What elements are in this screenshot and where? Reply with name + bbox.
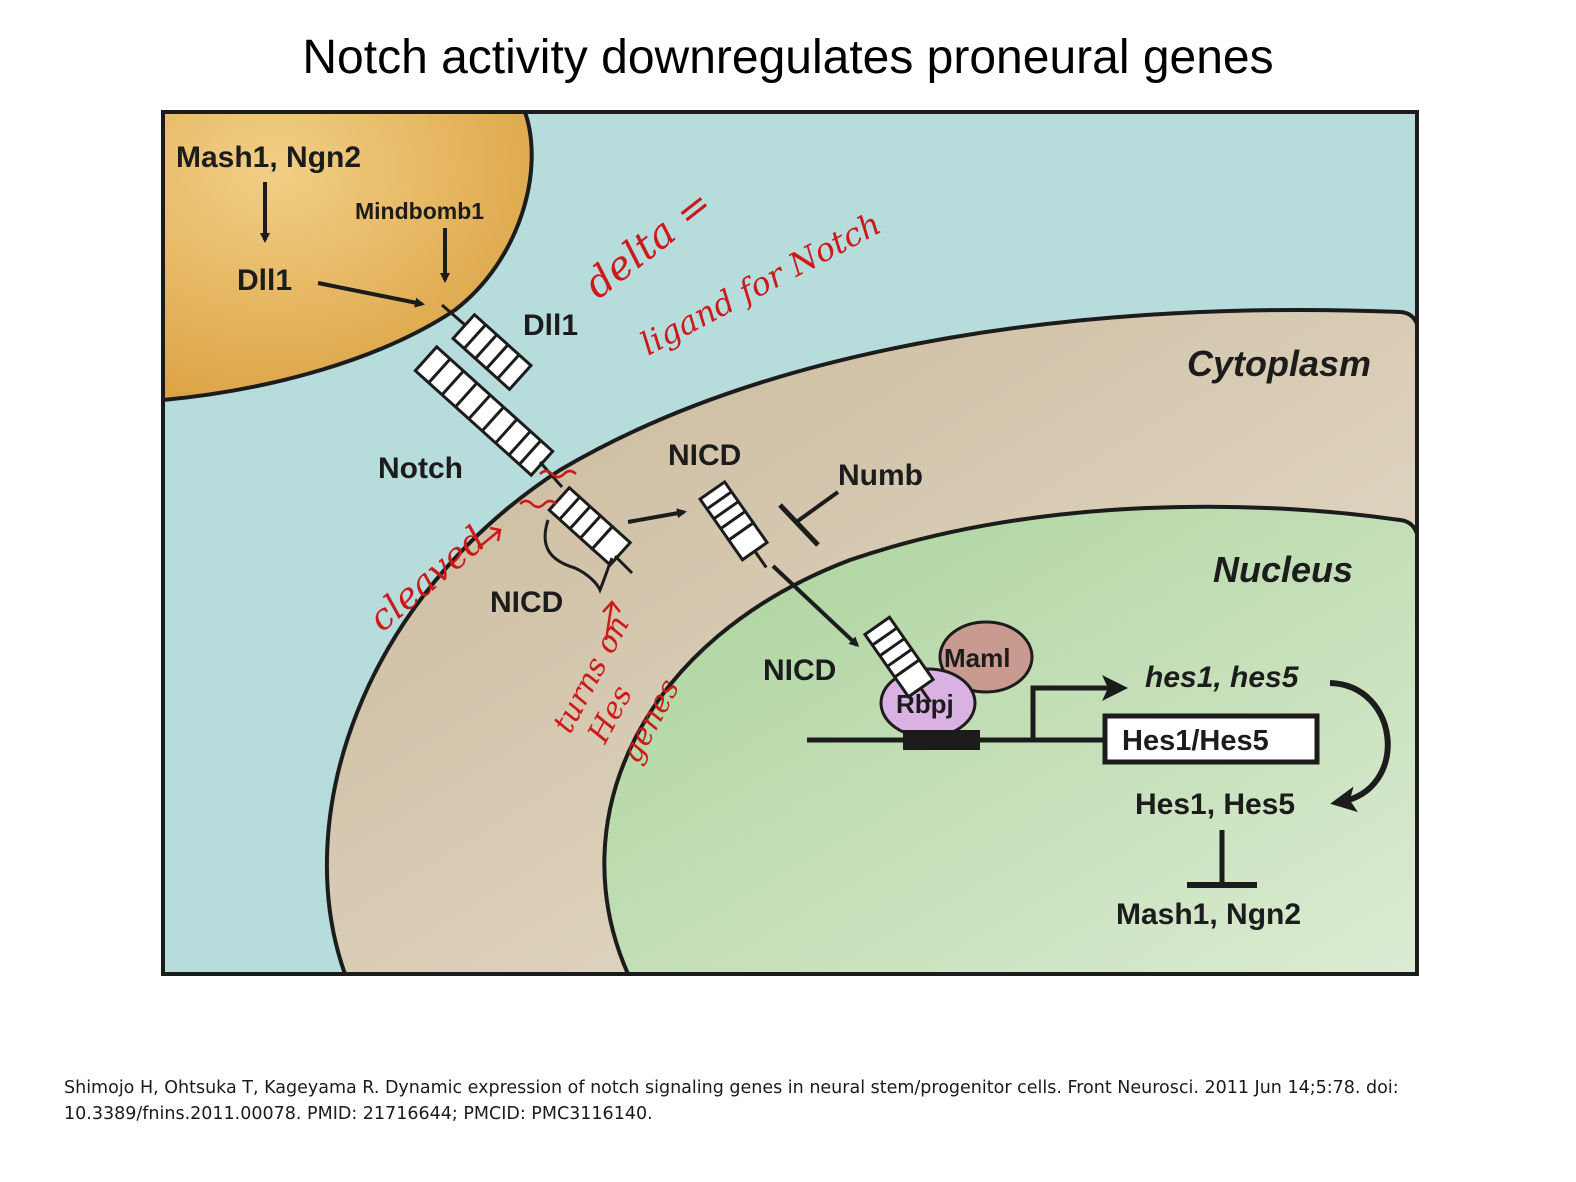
signal-sending-cell [163,112,534,403]
handwritten-cleavage-squiggle-2 [519,499,557,509]
dll1-label-left: Dll1 [237,264,292,297]
nicd-cytoplasm-label: NICD [668,439,741,472]
cytoplasm-label: Cytoplasm [1187,343,1371,384]
maml-protein [938,620,1034,694]
hes-genes-label: hes1, hes5 [1145,661,1300,694]
hes-gene-box [1102,713,1320,765]
nicd-nuclear-fragment [862,615,936,703]
hes-gene-box-label: Hes1/Hes5 [1122,725,1269,757]
hes-proteins-label: Hes1, Hes5 [1135,788,1295,821]
dll1-ligand-label: Dll1 [523,309,578,342]
slide-title: Notch activity downregulates proneural g… [302,31,1274,84]
nicd-cleaved-label: NICD [490,586,563,619]
arrow-dll1-to-membrane [317,281,425,308]
citation-text: Shimojo H, Ohtsuka T, Kageyama R. Dynami… [64,1078,1399,1124]
nicd-nucleus-label: NICD [763,654,836,687]
nucleus-label: Nucleus [1213,549,1353,590]
rbpj-binding-site [903,730,980,750]
numb-label: Numb [838,459,923,492]
notch-receptor [413,344,634,575]
notch-label: Notch [378,452,463,485]
handwritten-cleavage-squiggle-1 [539,469,577,479]
maml-label: Maml [944,643,1010,673]
arrow-nicd-release [627,508,687,524]
dll1-ligand [441,303,534,392]
diagram-frame [161,110,1419,976]
mash1-ngn2-label-bottom: Mash1, Ngn2 [1116,898,1301,931]
nicd-cytoplasm-fragment [697,479,770,569]
handwritten-cleaved-arrow [477,526,502,549]
handwritten-up-arrow [602,600,621,641]
mindbomb1-label: Mindbomb1 [355,198,484,224]
arrow-hes-translation [1329,680,1391,813]
numb-inhibition-bar [778,503,820,547]
transcription-start-arrow [1030,675,1128,740]
mash1-ngn2-label-top: Mash1, Ngn2 [176,141,361,174]
arrow-nicd-to-nucleus [771,564,860,648]
nicd-brace [543,519,614,595]
numb-inhibition-line [793,490,840,525]
